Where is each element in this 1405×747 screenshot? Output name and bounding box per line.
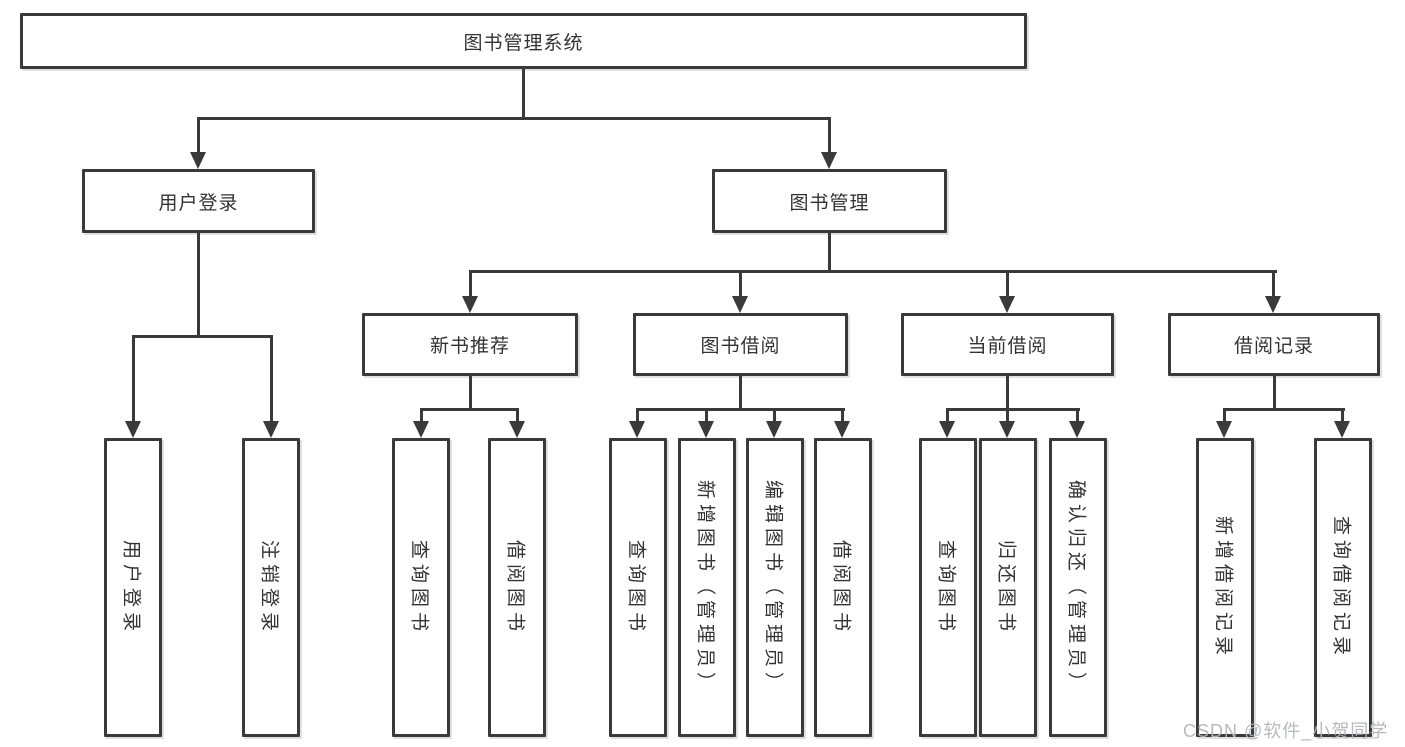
connector-line [469,376,472,410]
leaf-label: 新增借阅记录 [1212,515,1234,660]
arrow-down-icon [999,296,1015,313]
arrow-down-icon [939,421,955,438]
arrow-down-icon [766,421,782,438]
arrow-down-icon [999,421,1015,438]
leaf-label: 查询借阅记录 [1330,515,1352,660]
connector-line [516,409,519,423]
leaf-label: 查询图书 [625,539,647,636]
arrow-down-icon [629,421,645,438]
connector-line [946,408,1080,411]
leaf-label: 查询图书 [408,539,430,636]
connector-line [197,117,831,120]
arrow-down-icon [1069,421,1085,438]
connector-line [705,409,708,423]
node-user-login: 用户登录 [82,169,315,233]
connector-line [828,233,831,272]
leaf-label: 借阅图书 [830,539,852,636]
connector-line [1006,409,1009,423]
arrow-down-icon [698,421,714,438]
connector-line [841,409,844,423]
connector-line [197,118,200,153]
leaf-label: 确认归还（管理员） [1065,479,1087,696]
connector-line [469,271,472,298]
arrow-down-icon [821,152,837,169]
connector-line [197,233,200,337]
leaf-edit-books-admin: 编辑图书（管理员） [746,438,804,737]
leaf-logout: 注销登录 [242,438,300,737]
connector-line [132,335,273,338]
arrow-down-icon [509,421,525,438]
connector-line [469,270,1277,273]
connector-line [636,408,845,411]
leaf-borrow-books: 借阅图书 [814,438,872,737]
connector-line [1006,271,1009,298]
leaf-label: 查询图书 [935,539,957,636]
leaf-query-borrow-record: 查询借阅记录 [1314,438,1372,737]
node-book-borrowing: 图书借阅 [633,313,848,376]
connector-line [1273,376,1276,410]
connector-line [739,271,742,298]
connector-line [828,118,831,153]
arrow-down-icon [462,296,478,313]
connector-line [420,408,519,411]
leaf-add-books-admin: 新增图书（管理员） [678,438,736,737]
connector-line [1006,376,1009,410]
node-new-book-recommend: 新书推荐 [362,313,578,376]
leaf-borrow-books-recommend: 借阅图书 [488,438,546,737]
leaf-query-books-borrowing: 查询图书 [609,438,667,737]
connector-line [1272,271,1275,298]
node-current-borrowing: 当前借阅 [901,313,1114,376]
leaf-confirm-return-admin: 确认归还（管理员） [1049,438,1107,737]
csdn-watermark: CSDN @软件_小贺同学 [1183,721,1389,741]
arrow-down-icon [1216,421,1232,438]
leaf-label: 借阅图书 [504,539,526,636]
connector-line [636,409,639,423]
node-borrowing-records: 借阅记录 [1168,313,1380,376]
arrow-down-icon [834,421,850,438]
connector-line [1223,408,1345,411]
connector-line [132,336,135,422]
leaf-label: 注销登录 [258,539,280,636]
leaf-add-borrow-record: 新增借阅记录 [1196,438,1254,737]
leaf-query-books-current: 查询图书 [919,438,977,737]
leaf-label: 新增图书（管理员） [694,479,716,696]
node-root: 图书管理系统 [20,13,1027,69]
arrow-down-icon [732,296,748,313]
connector-line [270,336,273,422]
arrow-down-icon [190,152,206,169]
arrow-down-icon [1265,296,1281,313]
leaf-label: 用户登录 [120,539,142,636]
connector-line [1076,409,1079,423]
connector-line [946,409,949,423]
connector-line [1341,409,1344,423]
connector-line [420,409,423,423]
connector-line [773,409,776,423]
connector-line [1223,409,1226,423]
leaf-return-books: 归还图书 [979,438,1037,737]
leaf-user-login: 用户登录 [104,438,162,737]
node-book-management: 图书管理 [712,169,947,233]
connector-line [739,376,742,410]
arrow-down-icon [1334,421,1350,438]
arrow-down-icon [413,421,429,438]
leaf-query-books-recommend: 查询图书 [392,438,450,737]
connector-line [522,68,525,118]
leaf-label: 归还图书 [995,539,1017,636]
arrow-down-icon [125,421,141,438]
leaf-label: 编辑图书（管理员） [762,479,784,696]
arrow-down-icon [263,421,279,438]
